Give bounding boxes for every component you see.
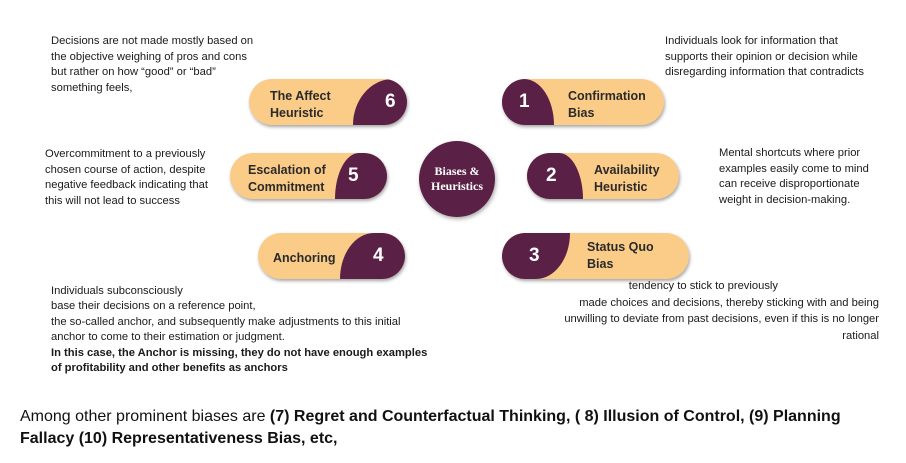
confirmation-bias-pill: Confirmation Bias 1 — [502, 79, 664, 125]
escalation-label: Escalation of Commitment — [248, 163, 326, 194]
footer-intro: Among other prominent biases are — [20, 408, 270, 425]
footer-list: (7) Regret and Counterfactual Thinking, … — [20, 408, 841, 447]
availability-label: Availability Heuristic — [594, 163, 660, 194]
confirmation-bias-description: Individuals look for information that su… — [665, 35, 864, 78]
status-quo-number: 3 — [529, 245, 540, 266]
anchoring-label: Anchoring — [273, 251, 336, 265]
status-quo-line-4: rational — [842, 329, 879, 342]
affect-heuristic-pill: The Affect Heuristic 6 — [249, 79, 407, 125]
escalation-description: Overcommitment to a previously chosen co… — [45, 148, 208, 207]
center-circle: Biases & Heuristics — [419, 141, 495, 217]
escalation-pill: Escalation of Commitment 5 — [230, 153, 387, 199]
availability-number: 2 — [546, 165, 557, 186]
anchoring-description-text: Individuals subconsciously base their de… — [51, 284, 401, 344]
affect-heuristic-description: Decisions are not made mostly based on t… — [51, 35, 254, 94]
anchoring-note: In this case, the Anchor is missing, the… — [51, 346, 428, 375]
availability-description: Mental shortcuts where prior examples ea… — [719, 147, 869, 206]
affect-heuristic-label: The Affect Heuristic — [270, 89, 331, 120]
footer-text: Among other prominent biases are (7) Reg… — [20, 406, 890, 450]
anchoring-description: Individuals subconsciously base their de… — [51, 268, 427, 392]
escalation-number: 5 — [348, 165, 359, 186]
anchoring-number: 4 — [373, 245, 384, 266]
availability-pill: Availability Heuristic 2 — [527, 153, 679, 199]
status-quo-line-2: made choices and decisions, thereby stic… — [579, 296, 879, 309]
affect-heuristic-number: 6 — [385, 91, 396, 112]
center-label: Biases & Heuristics — [431, 164, 483, 193]
affect-heuristic-accent — [353, 79, 407, 125]
status-quo-description: tendency to stick to previously made cho… — [520, 278, 879, 344]
confirmation-bias-number: 1 — [519, 91, 530, 112]
confirmation-bias-label: Confirmation Bias — [568, 89, 646, 120]
anchoring-pill: Anchoring 4 — [258, 233, 405, 279]
status-quo-line-3: unwilling to deviate from past decisions… — [564, 313, 879, 325]
escalation-accent — [335, 153, 387, 199]
status-quo-pill: Status Quo Bias 3 — [502, 233, 689, 279]
status-quo-line-1: tendency to stick to previously — [628, 280, 778, 292]
status-quo-label: Status Quo Bias — [587, 240, 654, 271]
